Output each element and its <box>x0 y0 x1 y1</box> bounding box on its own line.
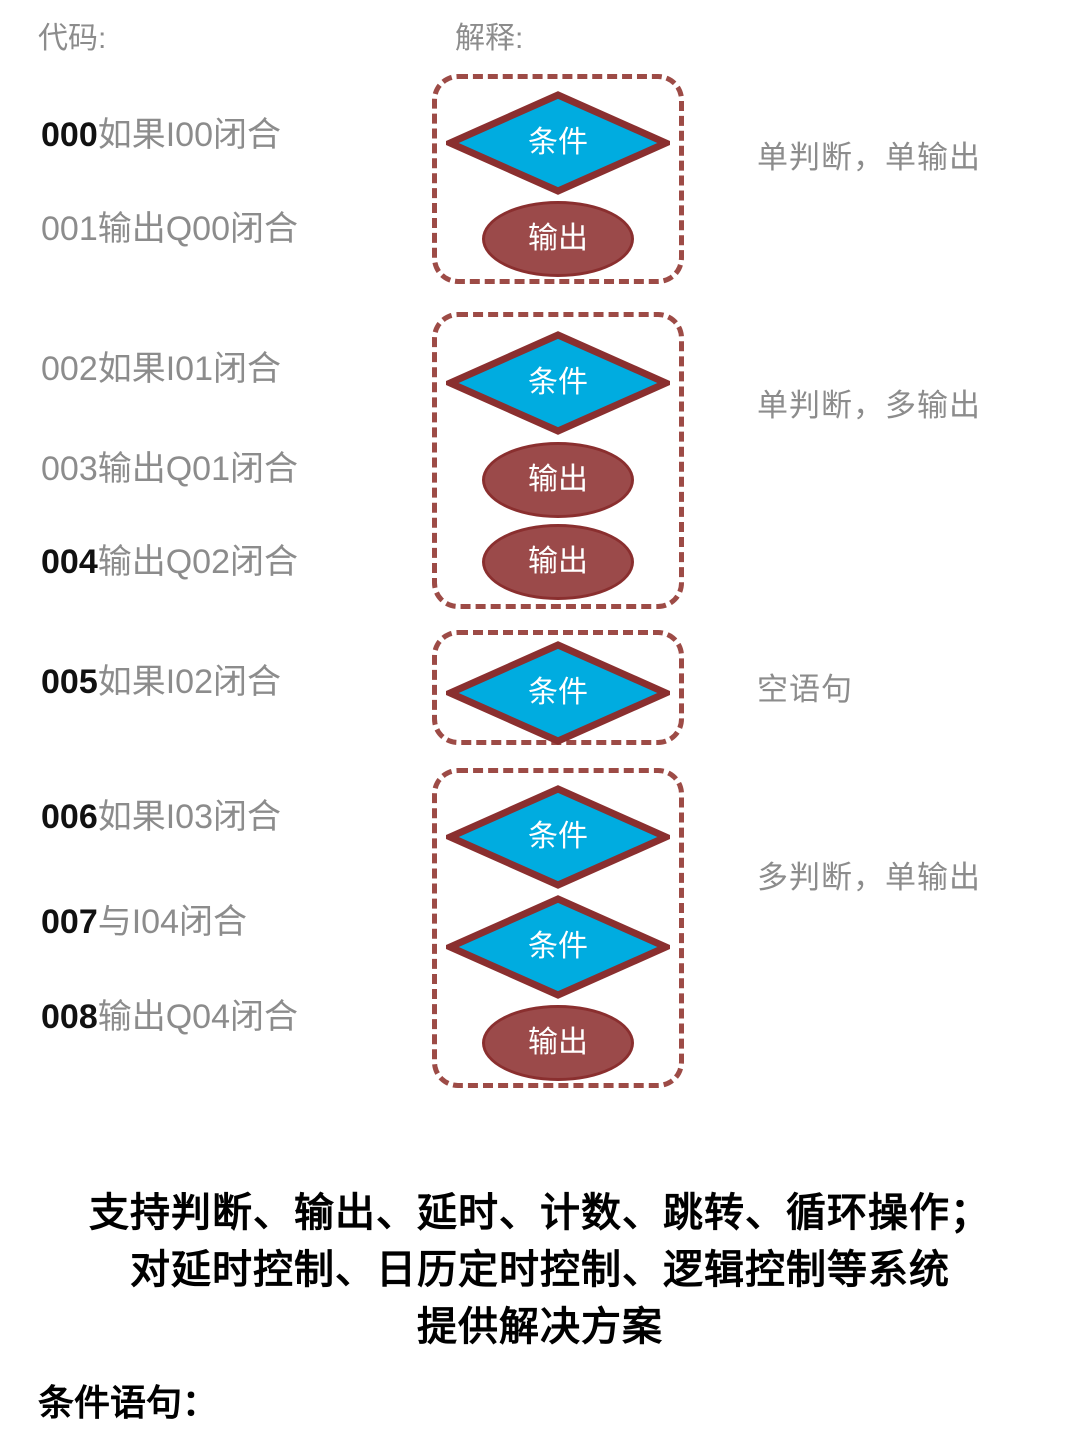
output-ellipse[interactable]: 输出 <box>482 524 634 600</box>
flow-group-empty-statement: 条件 <box>432 630 684 745</box>
column-header-explanation: 解释: <box>455 22 524 55</box>
output-ellipse[interactable]: 输出 <box>482 441 634 518</box>
summary-line-1: 支持判断、输出、延时、计数、跳转、循环操作； <box>89 1191 991 1235</box>
code-line-004: 004输出Q02闭合 <box>41 545 298 579</box>
ellipse-shape-icon <box>482 201 634 277</box>
condition-diamond[interactable]: 条件 <box>446 895 670 999</box>
code-line-000: 000如果I00闭合 <box>41 118 281 152</box>
code-line-number: 005 <box>41 663 98 701</box>
code-line-number: 006 <box>41 798 98 836</box>
code-line-005: 005如果I02闭合 <box>41 665 281 699</box>
code-line-text: 输出Q02闭合 <box>97 543 298 581</box>
flow-group-multi-condition-single-output: 条件条件输出 <box>432 768 684 1088</box>
condition-diamond[interactable]: 条件 <box>446 785 670 889</box>
condition-diamond[interactable]: 条件 <box>446 640 670 745</box>
code-line-001: 001输出Q00闭合 <box>41 212 298 246</box>
code-line-008: 008输出Q04闭合 <box>41 1000 298 1034</box>
column-header-code: 代码: <box>38 22 107 55</box>
code-line-number: 008 <box>41 998 98 1036</box>
ellipse-shape-icon <box>482 441 634 518</box>
diamond-shape-icon <box>446 331 670 435</box>
code-line-number: 002 <box>41 350 98 388</box>
code-line-text: 与I04闭合 <box>97 903 247 941</box>
code-line-text: 输出Q00闭合 <box>97 210 298 248</box>
diamond-shape-icon <box>446 640 670 745</box>
ellipse-shape-icon <box>482 1005 634 1081</box>
code-line-text: 输出Q01闭合 <box>97 450 298 488</box>
code-line-002: 002如果I01闭合 <box>41 352 281 386</box>
code-line-number: 000 <box>41 116 98 154</box>
summary-line-3: 提供解决方案 <box>417 1305 663 1349</box>
ellipse-shape-icon <box>482 524 634 600</box>
explanation-label-empty-statement: 空语句 <box>757 672 853 707</box>
explanation-label-multi-condition-single-output: 多判断，单输出 <box>757 860 981 895</box>
summary-paragraph: 支持判断、输出、延时、计数、跳转、循环操作； 对延时控制、日历定时控制、逻辑控制… <box>0 1185 1080 1356</box>
diamond-shape-icon <box>446 785 670 889</box>
footer-section-label: 条件语句： <box>38 1382 219 1423</box>
code-line-text: 如果I01闭合 <box>97 350 281 388</box>
code-line-number: 001 <box>41 210 98 248</box>
code-line-003: 003输出Q01闭合 <box>41 452 298 486</box>
flow-group-single-condition-multi-output: 条件输出输出 <box>432 312 684 609</box>
diamond-shape-icon <box>446 895 670 999</box>
summary-line-2: 对延时控制、日历定时控制、逻辑控制等系统 <box>130 1248 950 1292</box>
code-line-007: 007与I04闭合 <box>41 905 247 939</box>
condition-diamond[interactable]: 条件 <box>446 331 670 435</box>
condition-diamond[interactable]: 条件 <box>446 91 670 195</box>
explanation-label-single-condition-single-output: 单判断，单输出 <box>757 140 981 175</box>
code-line-number: 003 <box>41 450 98 488</box>
diamond-shape-icon <box>446 91 670 195</box>
code-line-number: 004 <box>41 543 98 581</box>
code-line-number: 007 <box>41 903 98 941</box>
output-ellipse[interactable]: 输出 <box>482 1005 634 1081</box>
code-line-text: 如果I02闭合 <box>97 663 281 701</box>
code-line-text: 输出Q04闭合 <box>97 998 298 1036</box>
code-line-text: 如果I03闭合 <box>97 798 281 836</box>
flow-group-single-condition-single-output: 条件输出 <box>432 74 684 284</box>
code-line-006: 006如果I03闭合 <box>41 800 281 834</box>
code-line-text: 如果I00闭合 <box>97 116 281 154</box>
output-ellipse[interactable]: 输出 <box>482 201 634 277</box>
explanation-label-single-condition-multi-output: 单判断，多输出 <box>757 388 981 423</box>
